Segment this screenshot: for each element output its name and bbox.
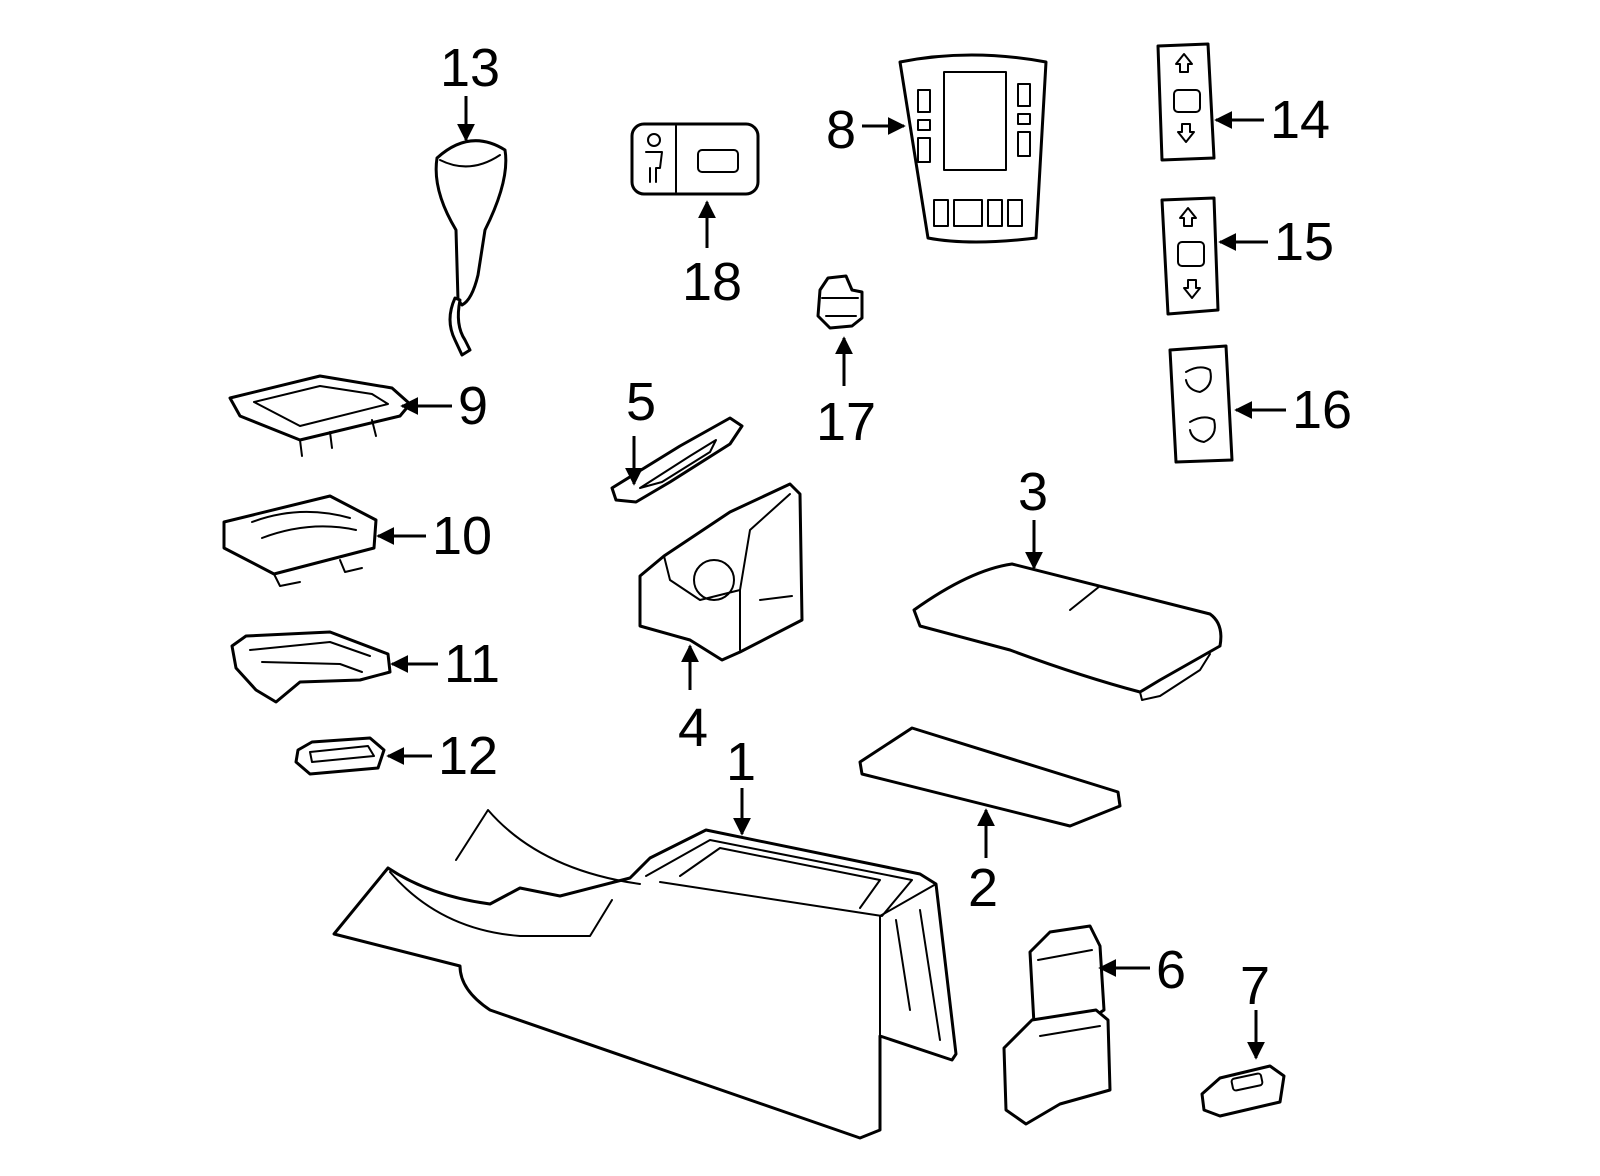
- shifter-housing-part[interactable]: [230, 630, 392, 704]
- callout-2: 2: [968, 858, 998, 918]
- trim-piece-part[interactable]: [610, 416, 744, 504]
- callout-12: 12: [438, 726, 498, 786]
- callout-4: 4: [678, 698, 708, 758]
- callout-7: 7: [1240, 956, 1270, 1016]
- callout-1: 1: [726, 732, 756, 792]
- callout-9: 9: [458, 376, 488, 436]
- callout-10: 10: [432, 506, 492, 566]
- airbag-switch-part[interactable]: [630, 122, 760, 196]
- callout-8: 8: [826, 100, 856, 160]
- small-switch-part[interactable]: [816, 274, 864, 330]
- window-switch-14-part[interactable]: [1156, 42, 1216, 162]
- shift-knob-part[interactable]: [434, 139, 508, 357]
- callout-3: 3: [1018, 462, 1048, 522]
- armrest-lid-part[interactable]: [912, 562, 1223, 701]
- console-bracket-part[interactable]: [638, 482, 804, 662]
- small-bezel-part[interactable]: [294, 736, 386, 776]
- seat-heater-switch-part[interactable]: [1168, 344, 1234, 464]
- console-switch-part[interactable]: [1200, 1064, 1286, 1118]
- side-panel-part[interactable]: [1002, 924, 1112, 1126]
- callout-5: 5: [626, 372, 656, 432]
- callout-16: 16: [1292, 380, 1352, 440]
- callout-6: 6: [1156, 940, 1186, 1000]
- callout-15: 15: [1274, 212, 1334, 272]
- center-console-part[interactable]: [332, 809, 958, 1140]
- window-switch-15-part[interactable]: [1160, 196, 1220, 316]
- control-panel-part[interactable]: [898, 53, 1048, 244]
- storage-mat-part[interactable]: [858, 726, 1122, 828]
- callout-14: 14: [1270, 90, 1330, 150]
- callout-11: 11: [444, 634, 500, 694]
- callout-13: 13: [440, 38, 500, 98]
- bezel-part[interactable]: [228, 374, 412, 457]
- callout-18: 18: [682, 252, 742, 312]
- callout-17: 17: [816, 392, 876, 452]
- shift-plate-part[interactable]: [222, 494, 378, 587]
